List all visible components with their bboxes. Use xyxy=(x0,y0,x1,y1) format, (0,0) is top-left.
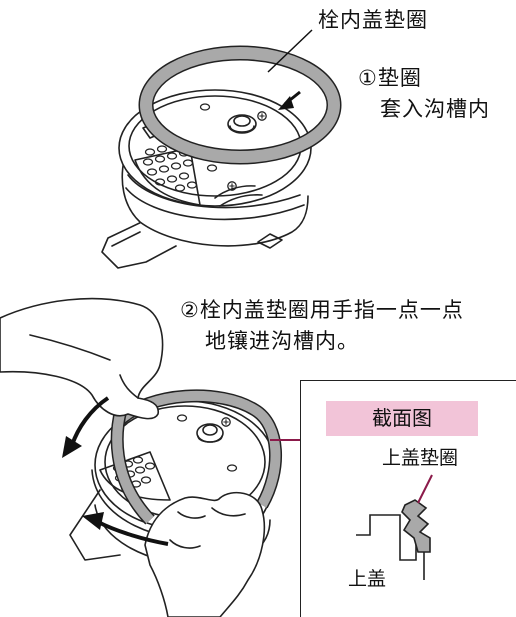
top-label-leader xyxy=(267,29,313,73)
hands-illustration xyxy=(0,297,266,617)
inset-title-banner: 截面图 xyxy=(326,401,478,436)
step1-line1: ①垫圈 xyxy=(358,66,422,90)
step2-line2: 地镶进沟槽内。 xyxy=(205,329,359,353)
upper-lid-label: 上盖 xyxy=(348,568,387,590)
upper-gasket-label: 上盖垫圈 xyxy=(382,447,459,469)
insert-arrow-icon xyxy=(278,90,301,110)
step1-line2: 套入沟槽内 xyxy=(380,97,490,121)
inset-title: 截面图 xyxy=(372,406,432,430)
rotate-arrows-icon xyxy=(62,396,169,546)
cross-section-inset xyxy=(300,380,516,617)
cross-section-drawing xyxy=(356,474,433,580)
step2-line1: ②栓内盖垫圈用手指一点一点 xyxy=(180,298,464,322)
top-gasket-label: 栓内盖垫圈 xyxy=(318,8,428,32)
upper-lid-illustration xyxy=(101,89,312,269)
upper-gasket-ring xyxy=(138,45,342,165)
